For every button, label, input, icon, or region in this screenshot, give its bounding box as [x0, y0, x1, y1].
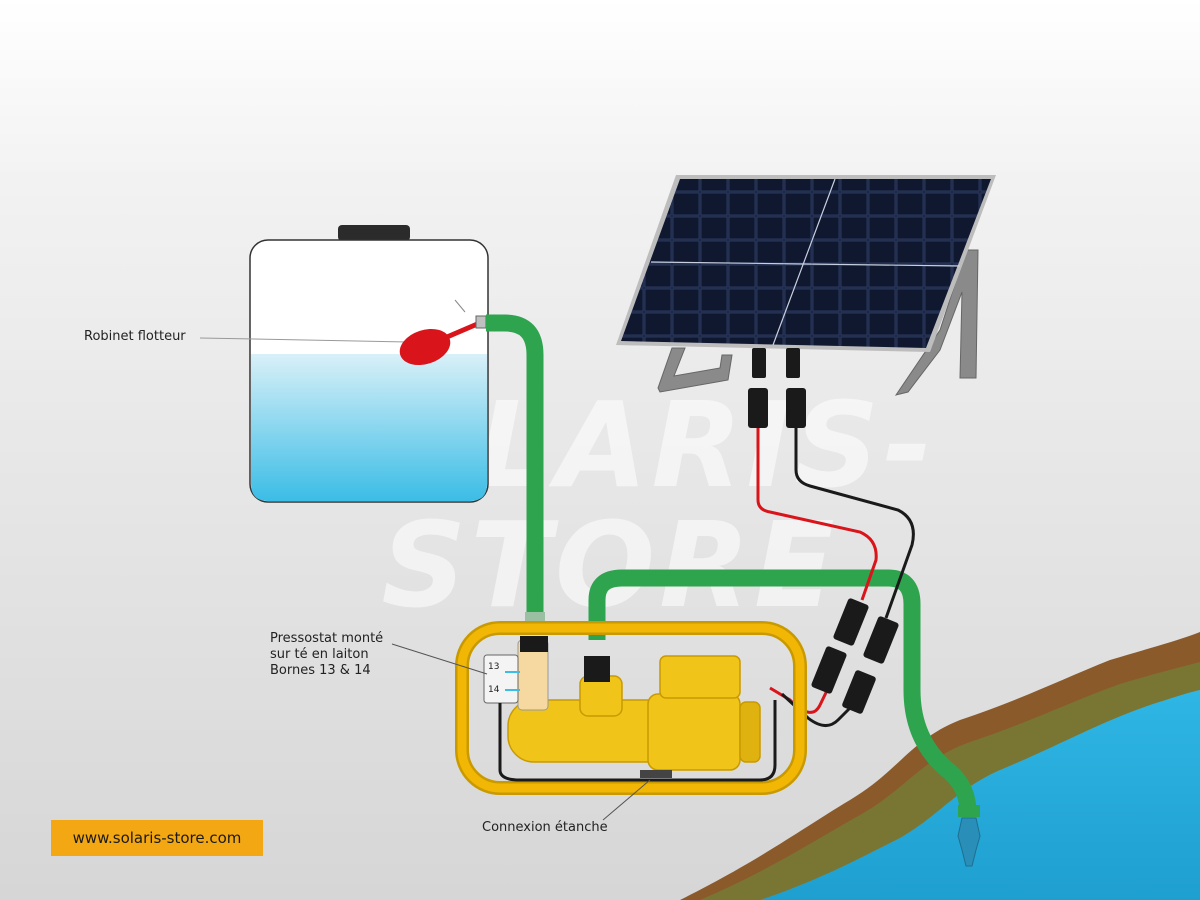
- hose-to-tank: [486, 323, 535, 615]
- pressure-switch-label: Pressostat monté sur té en laiton Bornes…: [270, 631, 383, 679]
- sealed-connection-box: [640, 770, 672, 778]
- pressure-switch-label-line3: Bornes 13 & 14: [270, 663, 383, 679]
- float-valve-label: Robinet flotteur: [84, 329, 186, 345]
- terminal-13-label: 13: [488, 662, 499, 672]
- terminal-14-label: 14: [488, 685, 499, 695]
- solar-panel: [616, 175, 996, 352]
- panel-connectors: [748, 348, 806, 428]
- pressure-switch-label-line2: sur té en laiton: [270, 647, 383, 663]
- sealed-connection-label: Connexion étanche: [482, 820, 608, 836]
- water-tank: [250, 225, 488, 502]
- pump: [508, 636, 760, 778]
- tank-water: [251, 354, 487, 501]
- pressure-switch-label-line1: Pressostat monté: [270, 631, 383, 647]
- tank-cap: [338, 225, 410, 241]
- website-url-badge[interactable]: www.solaris-store.com: [51, 820, 263, 856]
